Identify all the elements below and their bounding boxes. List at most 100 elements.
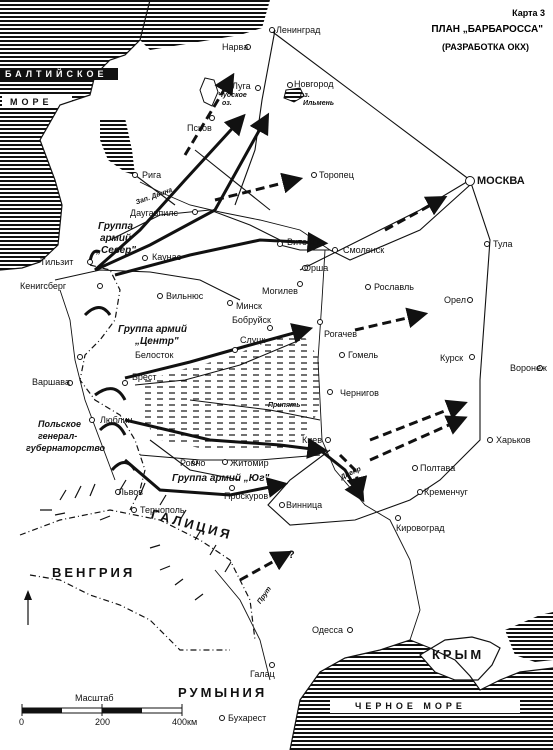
city-smolensk: Смоленск [343,245,385,255]
arrow-center [124,323,314,380]
arrow-kharkov-1 [369,399,468,442]
city-rogachev: Рогачев [324,329,357,339]
army-group-center-2: „Центр" [135,336,179,347]
lake-chudskoe-label-1: Чудское [218,92,247,99]
encirclement-hooks [83,249,137,472]
sea-of-azov [505,612,553,662]
city-tilsit: Тильзит [40,257,74,267]
city-chernigov: Чернигов [340,388,379,398]
army-group-north-2: армий [100,233,132,244]
city-slutsk: Слуцк [240,335,266,345]
city-poltava: Полтава [420,463,456,473]
north-arrow [24,590,32,625]
carpathian-mountains [40,479,232,601]
army-group-north-3: „Север" [96,245,136,256]
city-kaunas: Каунас [152,252,182,262]
borders [19,264,256,651]
arrow-prut [239,550,293,582]
scale-bar [21,704,183,716]
city-novgorod: Новгород [294,79,334,89]
city-gomel: Гомель [348,350,379,360]
city-voronezh: Воронеж [510,363,547,373]
arrow-north-1 [94,113,246,272]
city-proskurov: Проскуров [224,491,269,501]
lake-chudskoe-label-2: оз. [222,100,232,107]
city-markers [67,27,543,721]
city-leningrad: Ленинград [276,25,321,35]
arrow-kharkov-2 [369,415,468,462]
lake-ilmen-label-1: оз. [300,92,310,99]
arrow-leningrad [183,72,235,156]
general-gov-label-3: губернаторство [26,443,106,453]
city-bobruisk: Бобруйск [232,315,271,325]
crimea-peninsula [419,636,501,681]
city-ternopol: Тернополь [140,505,185,515]
map-number: Карта 3 [512,8,545,18]
city-kirovograd: Кировоград [396,523,445,533]
scale-tick-0: 0 [19,717,25,727]
army-arrows [94,112,365,503]
army-group-north-1: Группа [98,221,134,232]
city-kharkov: Харьков [496,435,531,445]
gulf-of-finland [140,0,270,50]
map-title: ПЛАН „БАРБАРОССА" [431,24,543,35]
city-daugavpils: Даугавпилс [130,208,179,218]
army-group-center-1: Группа армий [118,324,188,335]
region-hungary: ВЕНГРИЯ [52,565,136,580]
lake-ilmen [283,87,305,103]
city-narva: Нарва [222,42,249,52]
city-lublin: Люблин [100,415,133,425]
city-odessa: Одесса [312,625,344,635]
city-brest: Брест [132,372,157,382]
city-riga: Рига [142,170,162,180]
arrow-north-3 [114,231,329,277]
general-gov-label-2: генерал- [38,431,78,441]
arrow-north-2 [94,112,270,272]
city-vilnius: Вильнюс [166,291,204,301]
scale-tick-400: 400км [172,717,198,727]
question-mark: ? [288,549,295,561]
city-tula: Тула [493,239,513,249]
lake-ilmen-label-2: Ильмень [303,100,335,107]
black-sea-label: ЧЕРНОЕ МОРЕ [355,701,466,711]
operation-lines [54,29,491,526]
gulf-of-riga [100,118,135,175]
pripyat-marshes [140,330,322,450]
baltic-sea [0,0,150,270]
arrow-orel [354,307,429,332]
city-galats: Галац [250,669,275,679]
city-rovno: Ровно [180,458,206,468]
army-group-south: Группа армий „Юг" [172,473,270,484]
arrow-kiev [338,453,368,499]
city-zhitomir: Житомир [230,458,269,468]
city-orel: Орел [444,295,466,305]
baltic-sea-label-1: БАЛТИЙСКОЕ [5,69,108,79]
city-pskov: Псков [187,123,212,133]
city-kursk: Курск [440,353,464,363]
city-toropets: Торопец [319,170,354,180]
general-gov-label-1: Польское [38,419,81,429]
city-roslavl: Рославль [374,282,414,292]
region-romania: РУМЫНИЯ [178,685,268,700]
arrow-south-2 [124,458,289,498]
city-bucharest: Бухарест [228,713,267,723]
city-belostok: Белосток [135,350,174,360]
region-crimea: КРЫМ [432,647,485,662]
city-koenigsberg: Кенигсберг [20,281,67,291]
city-kiev: Киев [302,435,323,445]
city-mogilev: Могилев [262,286,298,296]
city-lvov: Львов [118,487,144,497]
arrow-south-1 [124,418,329,459]
arrow-moscow [384,195,448,232]
map-subtitle: (РАЗРАБОТКА ОКХ) [441,42,529,52]
city-vitebsk: Витебск [287,237,321,247]
city-vinnitsa: Винница [286,500,323,510]
river-pripyat: Припять [268,402,301,409]
planned-arrows [183,72,468,582]
city-warsaw: Варшава [32,377,70,387]
city-luga: Луга [232,81,251,91]
baltic-sea-label-2: МОРЕ [10,97,53,107]
city-kremenchug: Кременчуг [424,487,468,497]
scale-tick-200: 200 [95,717,111,727]
